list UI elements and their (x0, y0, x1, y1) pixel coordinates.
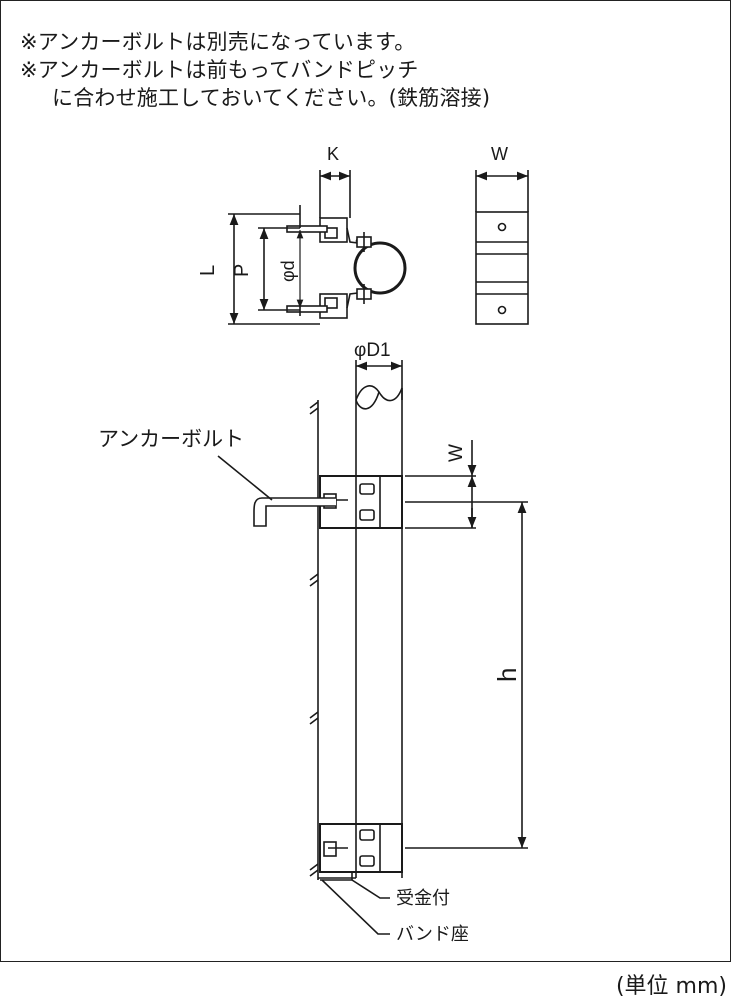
callout-band-seat: バンド座 (396, 924, 469, 945)
dim-d1-label: φD1 (354, 340, 391, 361)
note-line-3: に合わせ施工しておいてください。(鉄筋溶接) (52, 86, 491, 110)
dim-w-side-label: W (446, 444, 467, 462)
dim-d-label: φd (278, 260, 298, 282)
dim-l-label: L (197, 265, 219, 276)
dim-w-top-label: W (491, 144, 508, 164)
pole-elevation (217, 360, 528, 935)
unit-label: (単位 mm) (615, 974, 727, 999)
dim-h-label: h (492, 668, 522, 682)
dim-p-label: P (231, 264, 253, 277)
dim-k-label: K (327, 144, 339, 164)
band-side-view (475, 170, 529, 325)
note-line-1: ※アンカーボルトは別売になっています。 (20, 30, 416, 54)
technical-drawing: K W L P φd φD1 W h アンカーボルト 受金付 バンド座 (98, 144, 529, 945)
callout-anchor-bolt: アンカーボルト (98, 427, 244, 451)
callout-bracket: 受金付 (396, 888, 450, 909)
note-line-2: ※アンカーボルトは前もってバンドピッチ (20, 58, 419, 82)
drawing-frame (0, 0, 731, 962)
clamp-top-view (228, 170, 407, 325)
